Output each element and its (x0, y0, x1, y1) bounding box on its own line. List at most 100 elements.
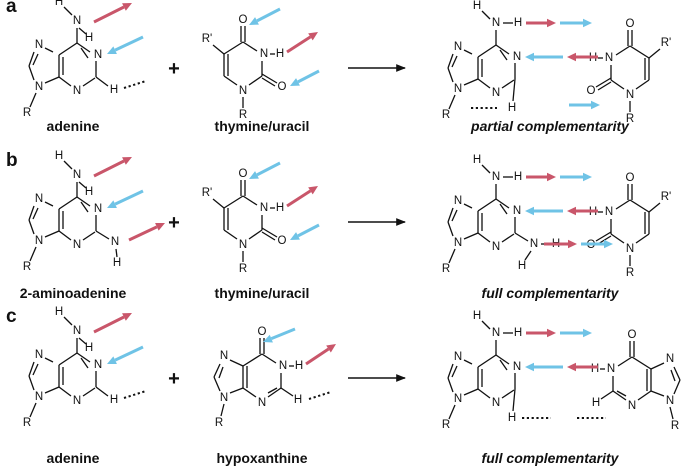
arrow-head (122, 3, 132, 11)
donor-arrow (93, 3, 132, 24)
bond-line (63, 160, 73, 170)
arrow-head (525, 362, 534, 372)
arrow-shaft (114, 189, 144, 206)
acceptor-arrow (263, 327, 296, 343)
bond-line (115, 248, 118, 258)
bond-line (44, 357, 54, 363)
pyrimidine-ring (595, 184, 661, 266)
atom-h: H (85, 342, 93, 354)
atom-h: H (55, 306, 63, 318)
donor-arrow (526, 18, 556, 28)
bond-line (267, 387, 282, 398)
bond-line (451, 209, 458, 222)
atom-n3: N (258, 397, 266, 409)
atom-r-prime: R' (661, 191, 672, 203)
atom-n3: N (260, 202, 268, 214)
arrow-shaft (128, 225, 158, 242)
acceptor-arrow (569, 100, 600, 110)
donor-arrow (93, 157, 132, 178)
arrow-shaft (297, 69, 320, 84)
atom-o6: O (258, 326, 267, 338)
atom-h: H (518, 260, 526, 272)
bond-line (463, 203, 473, 209)
bond-line (213, 363, 221, 378)
bond-line (631, 356, 652, 370)
bond-line (463, 232, 479, 240)
bond-line (615, 199, 631, 210)
arrow-shaft (114, 35, 144, 52)
atom-n9: N (454, 237, 462, 249)
atom-o4: O (239, 14, 248, 26)
bond-line (495, 198, 510, 209)
complementarity-result: partial complementarity (470, 118, 630, 134)
bond-line (629, 45, 650, 59)
atom-h2: H (508, 412, 516, 424)
atom-h: H (514, 327, 522, 339)
bond-line (501, 389, 515, 399)
acceptor-arrow (581, 239, 613, 249)
bond-line (218, 366, 224, 379)
atom-r: R (442, 109, 450, 121)
left-base-name: 2-aminoadenine (20, 285, 127, 301)
arrow-shaft (93, 159, 125, 178)
arrow-head (547, 328, 556, 338)
atom-h: H (473, 0, 481, 12)
hydrogen-bond-dots (308, 391, 332, 400)
right-base-name: hypoxanthine (216, 450, 307, 466)
bond-line (63, 6, 73, 16)
arrow-head (583, 328, 592, 338)
purine-ring (447, 10, 516, 110)
atom-n1: N (626, 89, 634, 101)
bond-line (212, 198, 225, 209)
bond-line (617, 356, 633, 367)
bond-line (29, 402, 37, 418)
donor-arrow (286, 186, 318, 208)
bond-line (669, 406, 674, 420)
bond-line (95, 230, 110, 240)
arrow-head (249, 17, 259, 25)
bond-line (463, 359, 473, 365)
bond-line (477, 354, 497, 368)
bond-line (28, 375, 35, 391)
bond-line (448, 248, 456, 264)
bond-line (28, 361, 35, 377)
atom-r: R (626, 113, 634, 125)
arrow-head (249, 171, 259, 179)
arrow-head (567, 52, 576, 62)
acceptor-arrow (525, 52, 563, 62)
arrow-head (326, 344, 336, 353)
bond-line (248, 229, 263, 240)
atom-n1: N (513, 361, 521, 373)
arrow-shaft (256, 161, 281, 177)
bond-line (512, 78, 516, 102)
arrow-head (525, 52, 534, 62)
atom-n9: N (666, 395, 674, 407)
arrow-head (122, 157, 132, 165)
arrow-shaft (305, 347, 330, 366)
atom-n6: N (73, 169, 81, 181)
plus-sign: + (168, 212, 180, 234)
bond-line (595, 77, 612, 88)
purine-ring (447, 164, 551, 264)
acceptor-arrow (560, 172, 592, 182)
bond-line (44, 47, 54, 53)
hypoxanthine-ring (600, 341, 681, 420)
bond-line (82, 77, 96, 87)
atom-r: R (442, 263, 450, 275)
donor-arrow (93, 313, 132, 334)
arrow-head (567, 206, 576, 216)
bond-line (280, 387, 294, 397)
bond-line (58, 76, 72, 87)
atom-n1: N (94, 203, 102, 215)
atom-r-prime: R' (661, 37, 672, 49)
arrow-head (547, 18, 556, 28)
bond-line (58, 42, 78, 56)
atom-h: H (85, 186, 93, 198)
bond-line (499, 203, 508, 215)
bond-line (600, 390, 614, 400)
bond-line (44, 386, 60, 394)
acceptor-arrow (107, 345, 144, 364)
